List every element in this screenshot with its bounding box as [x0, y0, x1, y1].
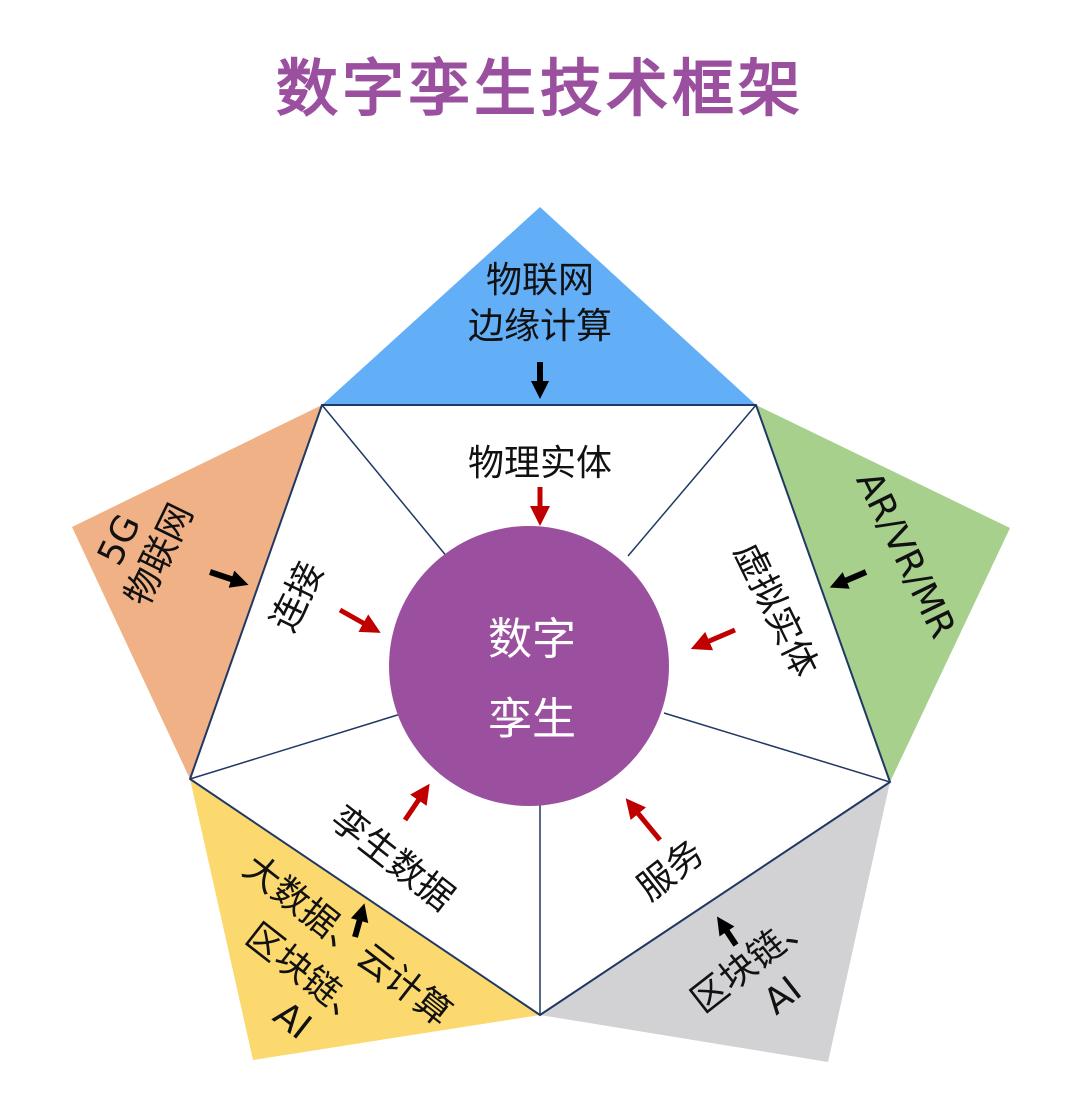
label-physical-entity: 物理实体	[468, 443, 612, 484]
page-title: 数字孪生技术框架	[275, 52, 804, 125]
center-circle	[389, 526, 669, 806]
arrow-icon	[829, 569, 868, 589]
outer-triangle-bottom-right	[540, 782, 890, 1062]
arrow-icon	[625, 798, 662, 842]
center-line1: 数字	[488, 614, 576, 665]
outer-triangle-left	[72, 405, 322, 779]
outer-triangle-right	[756, 405, 1010, 782]
center-line2: 孪生	[488, 694, 576, 745]
arrow-icon	[717, 916, 739, 947]
arrow-icon	[350, 903, 369, 938]
red-arrows	[338, 487, 736, 842]
spoke-lines	[189, 404, 891, 1015]
label-top-line2: 边缘计算	[468, 306, 612, 347]
arrow-icon	[338, 607, 381, 633]
black-arrows	[209, 362, 868, 947]
arrow-icon	[402, 783, 430, 822]
outer-triangle-top	[322, 207, 756, 405]
arrow-icon	[209, 569, 249, 588]
arrow-icon	[690, 627, 736, 651]
label-top-line1: 物联网	[486, 260, 594, 301]
